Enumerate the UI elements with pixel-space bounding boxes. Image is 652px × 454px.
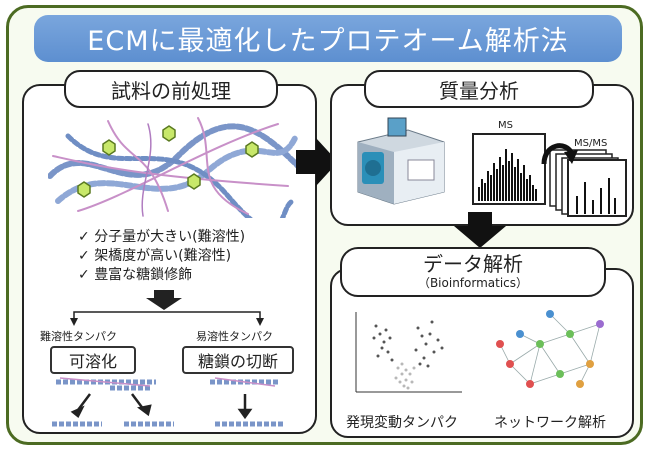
solubilization-label: 可溶化 bbox=[68, 352, 117, 371]
network-illustration bbox=[496, 310, 604, 388]
digestion-illustration bbox=[52, 377, 285, 427]
data-analysis-title-box: データ解析 （Bioinformatics） bbox=[340, 247, 606, 297]
property-item: ✓ 架橋度が高い(難溶性) bbox=[78, 248, 232, 264]
insoluble-label: 難溶性タンパク bbox=[40, 330, 117, 343]
property-item: ✓ 豊富な糖鎖修飾 bbox=[78, 267, 193, 283]
deglycosylation-label: 糖鎖の切断 bbox=[197, 352, 278, 371]
banner-title: ECMに最適化したプロテオーム解析法 bbox=[87, 26, 569, 57]
split-arrows bbox=[70, 290, 264, 326]
pretreatment-title: 試料の前処理 bbox=[111, 78, 231, 103]
ms-spectrum-bars bbox=[478, 149, 537, 201]
flow-arrow-down bbox=[454, 212, 506, 248]
ms-label: MS bbox=[498, 120, 513, 131]
ms-spectrum bbox=[472, 133, 546, 205]
data-analysis-title: データ解析 bbox=[423, 252, 523, 276]
curved-arrow bbox=[541, 143, 578, 165]
pretreatment-title-box: 試料の前処理 bbox=[64, 70, 278, 108]
left-caption: 発現変動タンパク bbox=[346, 415, 458, 431]
volcano-plot-illustration bbox=[355, 312, 462, 393]
msms-spectra-stack bbox=[549, 149, 627, 217]
solubilization-box: 可溶化 bbox=[50, 346, 136, 374]
soluble-label: 易溶性タンパク bbox=[196, 330, 273, 343]
ecm-fibers-illustration bbox=[48, 117, 300, 218]
msms-label: MS/MS bbox=[574, 138, 608, 149]
mass-spectrometer-illustration bbox=[357, 117, 445, 205]
title-banner: ECMに最適化したプロテオーム解析法 bbox=[34, 15, 622, 62]
data-analysis-subtitle: （Bioinformatics） bbox=[417, 276, 529, 290]
ms-title: 質量分析 bbox=[439, 78, 519, 103]
right-caption: ネットワーク解析 bbox=[494, 415, 606, 431]
property-item: ✓ 分子量が大きい(難溶性) bbox=[78, 229, 246, 245]
ms-title-box: 質量分析 bbox=[364, 70, 594, 108]
deglycosylation-box: 糖鎖の切断 bbox=[182, 346, 294, 374]
flow-arrow-right bbox=[296, 138, 338, 186]
property-list: ✓ 分子量が大きい(難溶性) ✓ 架橋度が高い(難溶性) ✓ 豊富な糖鎖修飾 bbox=[78, 228, 245, 285]
